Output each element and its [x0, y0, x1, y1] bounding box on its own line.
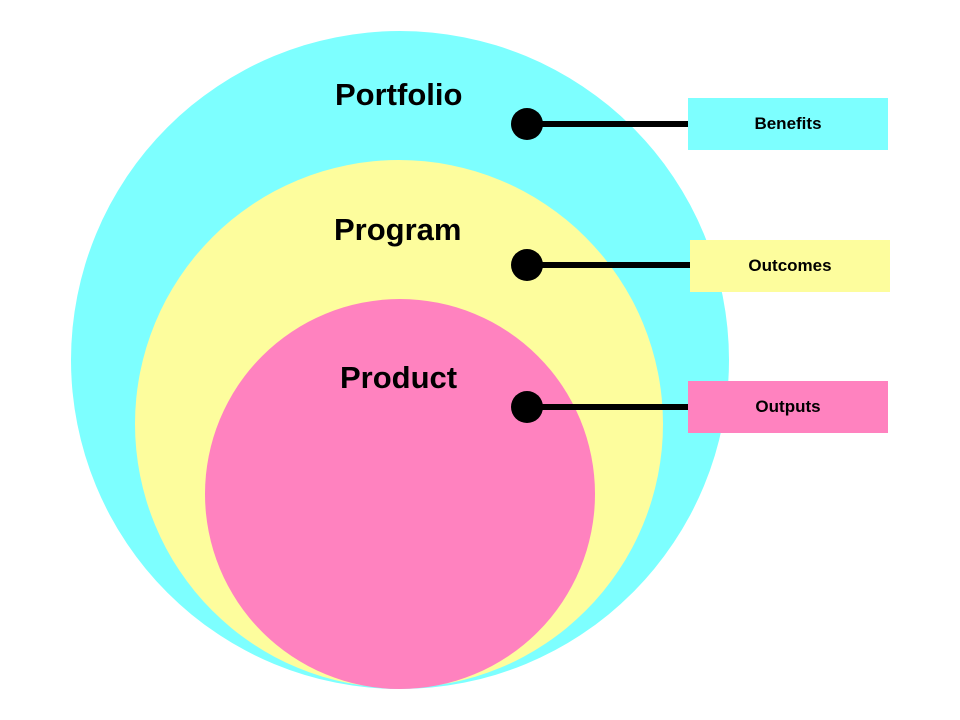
- product-circle: [205, 299, 595, 689]
- outputs-box: Outputs: [688, 381, 888, 433]
- benefits-connector-dot: [511, 108, 543, 140]
- program-label: Program: [334, 212, 462, 247]
- outcomes-connector-dot: [511, 249, 543, 281]
- outcomes-box-label: Outcomes: [748, 256, 832, 275]
- outputs-connector-dot: [511, 391, 543, 423]
- outcomes-box: Outcomes: [690, 240, 890, 292]
- product-label: Product: [340, 360, 458, 395]
- benefits-box-label: Benefits: [754, 114, 822, 133]
- benefits-box: Benefits: [688, 98, 888, 150]
- portfolio-label: Portfolio: [335, 77, 463, 112]
- outputs-box-label: Outputs: [755, 397, 821, 416]
